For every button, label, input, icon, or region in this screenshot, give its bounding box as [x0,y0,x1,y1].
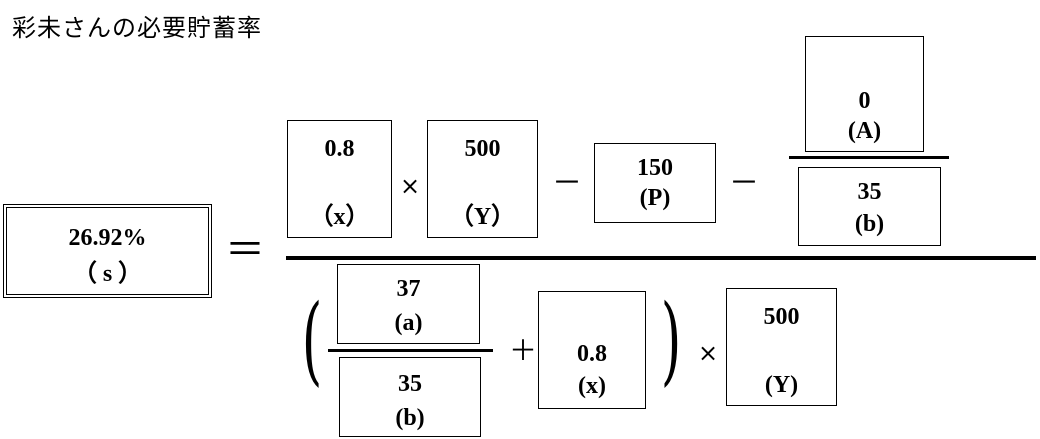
denominator-b-label: (b) [395,405,425,431]
numerator-P-box: 150 (P) [594,143,716,223]
equals-sign: ＝ [225,227,265,273]
minus-sign-1: － [552,166,582,201]
numerator-A-label: (A) [847,118,882,144]
numerator-Y-value: 500 [464,136,501,162]
denominator-x-box: 0.8 (x) [538,291,646,409]
minus-sign-2: － [729,166,759,201]
denominator-x-label: (x) [578,373,606,399]
main-fraction-bar [286,256,1036,260]
right-paren: ) [660,284,682,396]
left-paren: ( [301,284,323,396]
numerator-x-value: 0.8 [324,136,355,162]
plus-sign: ＋ [508,334,537,367]
times-sign-denominator: × [697,339,719,367]
denominator-Y-value: 500 [763,304,800,330]
numerator-P-value: 150 [637,155,673,181]
numerator-Y-label: （Y） [449,204,516,230]
numerator-A-box: 0 (A) [805,36,924,152]
denominator-Y-box: 500 (Y) [726,288,837,406]
result-value: 26.92% [68,225,147,251]
denominator-a-label: (a) [394,310,423,336]
numerator-b-label: (b) [854,211,885,237]
denominator-b-value: 35 [398,371,422,397]
numerator-Y-box: 500 （Y） [427,120,538,238]
denominator-Y-label: (Y) [764,372,799,398]
page-title: 彩未さんの必要貯蓄率 [12,14,262,42]
numerator-sub-fraction-bar [789,156,949,159]
denominator-a-value: 37 [396,276,421,302]
denominator-sub-fraction-bar [328,349,493,352]
numerator-P-label: (P) [639,185,671,211]
result-box-s: 26.92% （ s ） [3,204,212,298]
numerator-A-value: 0 [858,88,871,114]
result-label: （ s ） [72,261,143,287]
numerator-b-value: 35 [857,179,882,205]
denominator-x-value: 0.8 [577,341,607,367]
denominator-a-box: 37 (a) [337,264,480,344]
numerator-b-box: 35 (b) [798,167,941,246]
numerator-x-box: 0.8 （x） [287,120,392,238]
denominator-b-box: 35 (b) [339,357,481,437]
numerator-x-label: （x） [309,204,370,230]
times-sign-numerator: × [399,172,421,200]
